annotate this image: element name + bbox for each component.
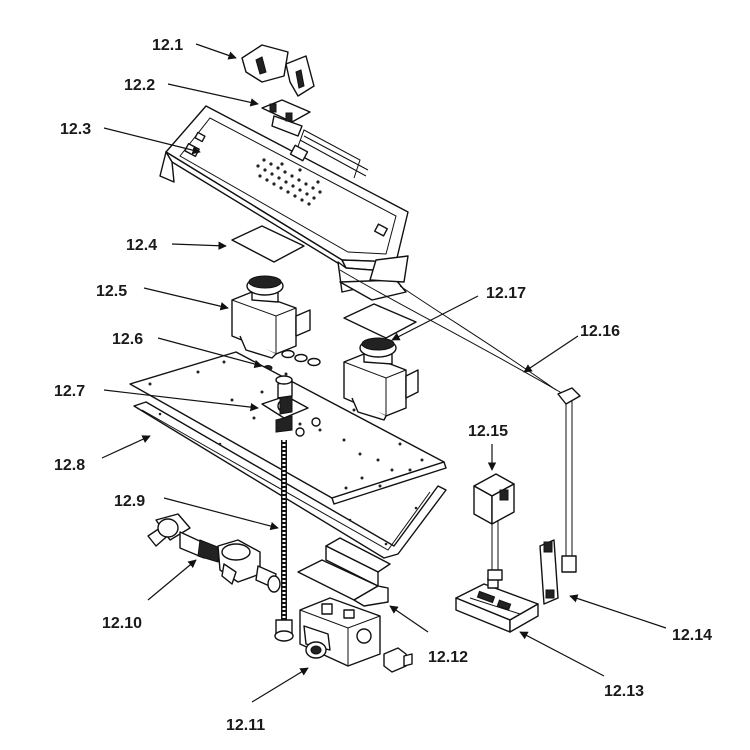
label-12-15: 12.15	[468, 423, 508, 440]
part-12-17-pad	[343, 303, 417, 339]
label-12-4: 12.4	[126, 237, 157, 254]
part-12-12-bracket	[297, 537, 391, 607]
label-12-12: 12.12	[428, 649, 468, 666]
cable-12-16	[339, 269, 567, 399]
label-12-11: 12.11	[226, 717, 265, 734]
part-12-11-gas-block	[299, 597, 381, 667]
part-12-3-housing	[159, 105, 409, 301]
label-12-5: 12.5	[96, 283, 127, 300]
label-12-9: 12.9	[114, 493, 145, 510]
part-12-4-pad	[231, 225, 305, 263]
label-12-3: 12.3	[60, 121, 91, 138]
part-12-5-button-bracket	[231, 275, 311, 359]
part-12-1-clips	[241, 44, 315, 97]
label-12-6: 12.6	[112, 331, 143, 348]
part-12-9-hose	[274, 440, 294, 642]
label-12-16: 12.16	[580, 323, 620, 340]
label-12-10: 12.10	[102, 615, 142, 632]
part-12-13-control-board	[455, 577, 539, 633]
part-12-15-transformer	[473, 473, 515, 581]
leader-lines	[101, 43, 667, 703]
part-12-2-board	[261, 99, 311, 137]
label-12-14: 12.14	[672, 627, 712, 644]
part-12-8-gasket	[133, 401, 447, 559]
label-12-7: 12.7	[54, 383, 85, 400]
label-12-2: 12.2	[124, 77, 155, 94]
label-12-1: 12.1	[152, 37, 183, 54]
label-12-8: 12.8	[54, 457, 85, 474]
part-12-17-button-bracket	[343, 337, 419, 421]
part-12-14-connector	[539, 387, 581, 605]
speaker-holes	[256, 158, 322, 206]
label-12-17: 12.17	[486, 285, 526, 302]
part-fitting	[383, 647, 413, 673]
part-12-10-valve-train	[147, 513, 281, 593]
part-12-7-plate	[129, 351, 447, 505]
label-12-13: 12.13	[604, 683, 644, 700]
